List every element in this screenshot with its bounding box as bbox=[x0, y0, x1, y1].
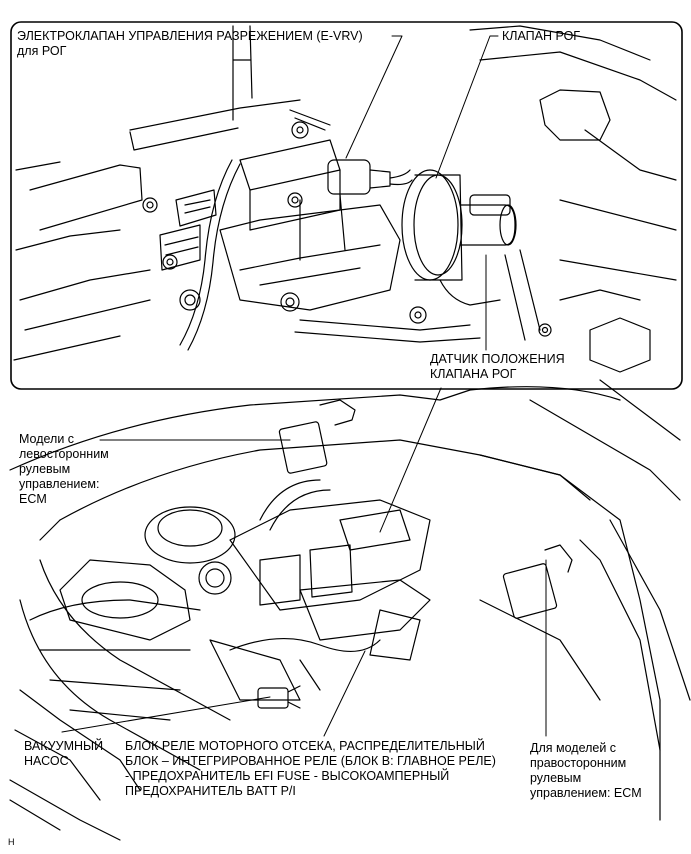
label-vacuum-pump: ВАКУУМНЫЙ НАСОС bbox=[24, 739, 104, 768]
label-ecm-rhd: Для моделей с правосторонним рулевым упр… bbox=[530, 741, 642, 800]
label-ecm-lhd: Модели с левосторонним рулевым управлени… bbox=[19, 432, 109, 506]
overview-leader-lines bbox=[61, 387, 547, 737]
label-evrv: ЭЛЕКТРОКЛАПАН УПРАВЛЕНИЯ РАЗРЕЖЕНИЕМ (E-… bbox=[17, 29, 363, 58]
label-egr-position-sensor: ДАТЧИК ПОЛОЖЕНИЯ КЛАПАНА РОГ bbox=[430, 352, 565, 381]
label-egr-valve: КЛАПАН РОГ bbox=[502, 29, 581, 43]
egr-detail-drawing bbox=[13, 25, 677, 373]
inset-leader-lines bbox=[345, 35, 499, 351]
detail-inset-frame bbox=[10, 21, 683, 390]
label-relay-block: БЛОК РЕЛЕ МОТОРНОГО ОТСЕКА, РАСПРЕДЕЛИТЕ… bbox=[125, 739, 496, 798]
figure-code: H bbox=[8, 837, 15, 847]
vehicle-overview-drawing bbox=[9, 379, 691, 841]
